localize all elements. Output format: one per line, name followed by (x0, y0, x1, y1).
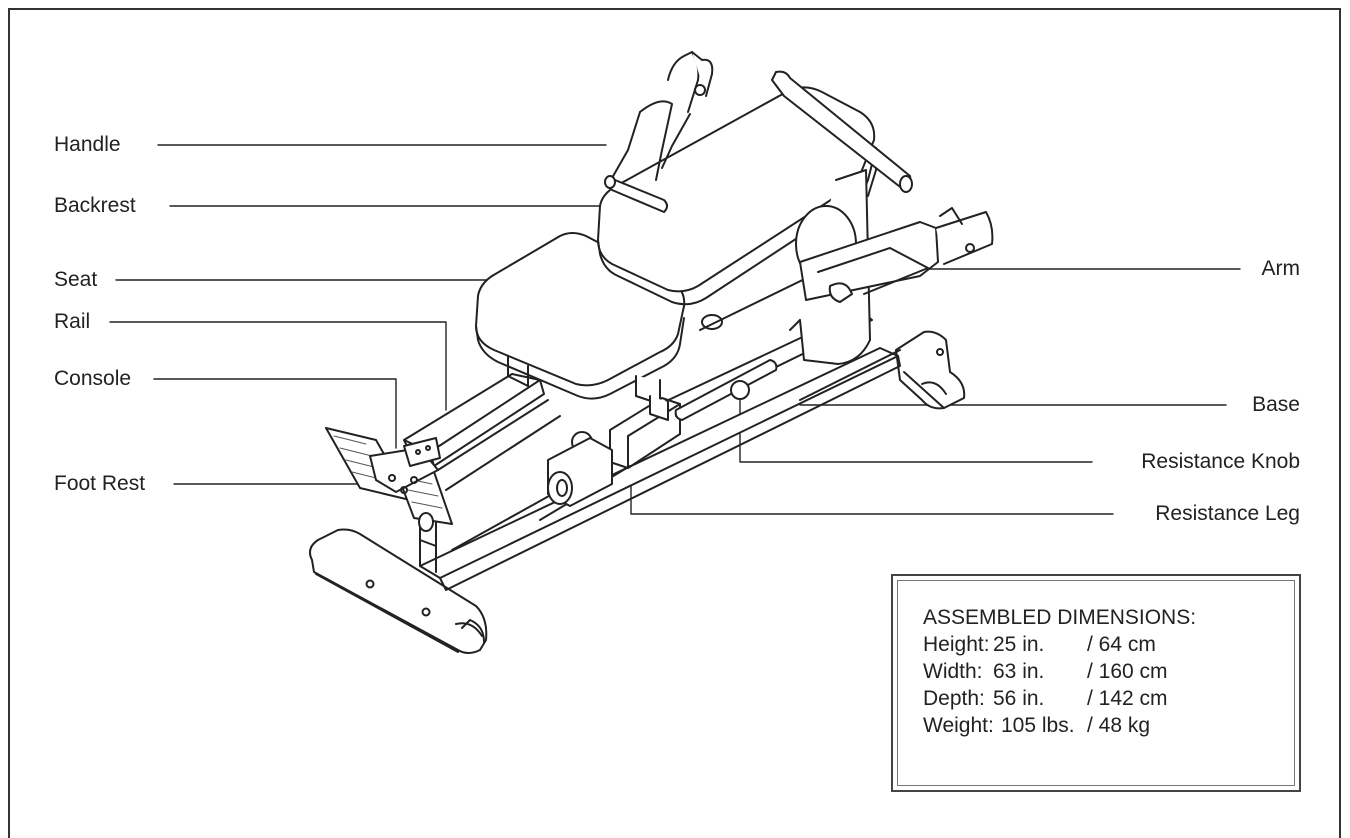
console (403, 437, 441, 467)
label-arm: Arm (1261, 257, 1301, 280)
front-base-foot (309, 528, 488, 654)
label-handle: Handle (54, 133, 121, 156)
dimension-imperial: 105 lbs. (1001, 714, 1075, 737)
dimension-row-weight: Weight: 105 lbs. / 48 kg (923, 712, 1196, 739)
dimensions-title: ASSEMBLED DIMENSIONS: (923, 606, 1197, 629)
label-base: Base (1252, 393, 1300, 416)
dimension-name: Weight: (923, 714, 994, 737)
dimension-row-height: Height: 25 in. / 64 cm (923, 631, 1196, 658)
handle (604, 51, 714, 213)
foot-rest (325, 427, 453, 547)
arm (799, 207, 994, 303)
dimension-imperial: 56 in. (993, 687, 1045, 710)
dimensions-inner-border (897, 580, 1295, 786)
dimension-metric: / 160 cm (1087, 660, 1168, 683)
rear-bar (771, 70, 913, 193)
assembled-dimensions-box: ASSEMBLED DIMENSIONS: Height: 25 in. / 6… (891, 574, 1301, 792)
leader-console (153, 378, 397, 449)
label-resistance-knob: Resistance Knob (1141, 450, 1300, 473)
dimension-imperial: 25 in. (993, 633, 1045, 656)
resistance-knob (571, 359, 778, 453)
dimension-metric: / 48 kg (1087, 714, 1151, 737)
leader-rail (109, 321, 447, 411)
wheel-housing (547, 437, 613, 507)
dimension-name: Height: (923, 633, 990, 656)
dimension-row-width: Width: 63 in. / 160 cm (923, 658, 1196, 685)
leader-resistance-leg (630, 445, 1114, 515)
dimension-metric: / 64 cm (1087, 633, 1156, 656)
dimension-imperial: 63 in. (993, 660, 1045, 683)
label-foot-rest: Foot Rest (54, 472, 146, 495)
label-console: Console (54, 367, 132, 390)
dimension-name: Width: (923, 660, 983, 683)
dimension-name: Depth: (923, 687, 985, 710)
label-backrest: Backrest (54, 194, 136, 217)
dimensions-text: ASSEMBLED DIMENSIONS: Height: 25 in. / 6… (923, 604, 1196, 739)
dimension-metric: / 142 cm (1087, 687, 1168, 710)
figure-frame (8, 8, 1341, 838)
label-resistance-leg: Resistance Leg (1155, 502, 1300, 525)
dimension-row-depth: Depth: 56 in. / 142 cm (923, 685, 1196, 712)
label-seat: Seat (54, 268, 98, 291)
rear-base-foot (895, 330, 966, 410)
label-rail: Rail (54, 310, 91, 333)
